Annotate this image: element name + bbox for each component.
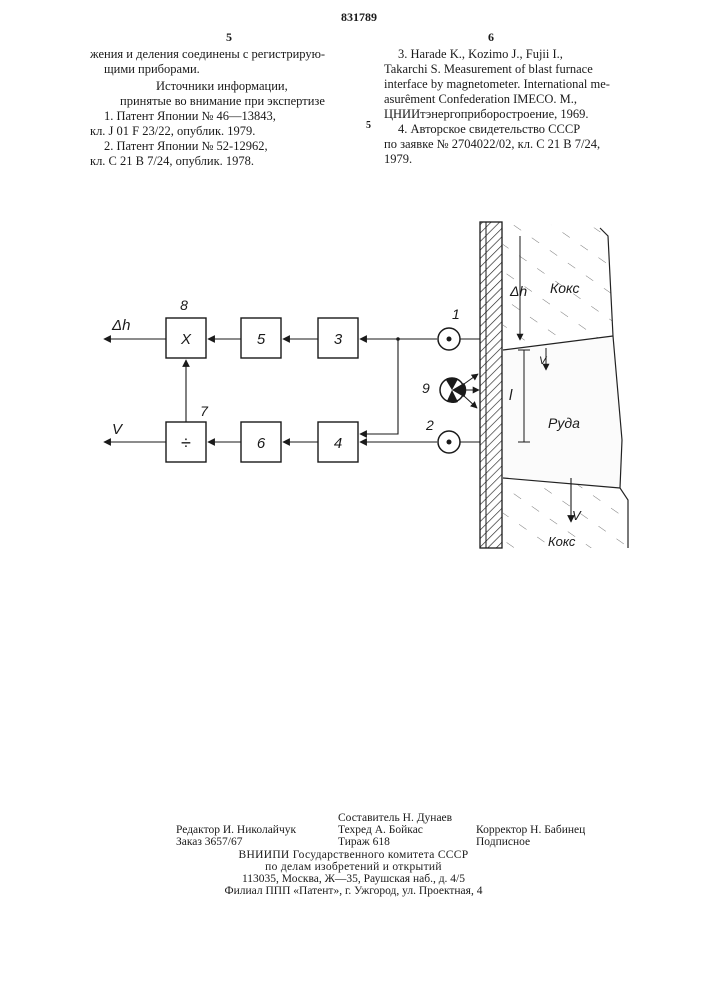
wire-sensor1-to-4 <box>360 339 398 434</box>
corrector: Корректор Н. Бабинец <box>476 824 585 837</box>
sensor-2-number: 2 <box>425 417 434 433</box>
line-number-marker: 5 <box>366 120 371 131</box>
sensor-2-core <box>447 440 452 445</box>
sensor-1-core <box>447 337 452 342</box>
reference-item: 2. Патент Японии № 52-12962, <box>90 139 360 154</box>
order-number: Заказ 3657/67 <box>176 836 243 849</box>
sensor-1-number: 1 <box>452 306 460 322</box>
divider-symbol: ÷ <box>181 433 191 453</box>
source-9-number: 9 <box>422 380 430 396</box>
ore-region <box>503 336 622 488</box>
subscription: Подписное <box>476 836 530 849</box>
coke-top-label: Кокс <box>550 280 580 296</box>
reference-item: кл. С 21 В 7/24, опублик. 1978. <box>90 154 360 169</box>
sources-heading: Источники информации, <box>90 79 360 94</box>
editor: Редактор И. Николайчук <box>176 824 296 837</box>
branch-address: Филиал ППП «Патент», г. Ужгород, ул. Про… <box>0 885 707 898</box>
compiler: Составитель Н. Дунаев <box>338 812 452 825</box>
org-address: 113035, Москва, Ж—35, Раушская наб., д. … <box>0 873 707 886</box>
furnace-dh-label: Δh <box>509 283 527 299</box>
tech-editor: Техред А. Бойкас <box>338 824 423 837</box>
block-6-label: 6 <box>257 435 266 452</box>
reference-item: по заявке № 2704022/02, кл. С 21 В 7/24, <box>384 137 654 152</box>
sources-subheading: принятые во внимание при экспертизе <box>90 94 360 109</box>
block-5-label: 5 <box>257 331 266 348</box>
circuit-diagram: Δh Кокс l Руда V V Кокс 1 2 9 X 5 3 ÷ 6 … <box>0 180 707 570</box>
ore-label: Руда <box>548 415 580 431</box>
left-column: жения и деления соединены с регистрирую-… <box>90 47 360 169</box>
reference-item: asurêment Confederation IMECO. M., <box>384 92 654 107</box>
block-4-label: 4 <box>334 435 342 452</box>
reference-item: ЦНИИтэнергоприборостроение, 1969. <box>384 107 654 122</box>
output-v-label: V <box>112 421 124 438</box>
reference-item: 1. Патент Японии № 46—13843, <box>90 109 360 124</box>
output-dh-label: Δh <box>111 317 130 334</box>
patent-number: 831789 <box>341 10 377 25</box>
right-page-number: 6 <box>488 30 494 45</box>
text-line: щими приборами. <box>90 62 360 77</box>
org-line-1: ВНИИПИ Государственного комитета СССР <box>0 849 707 862</box>
wire-junction <box>396 337 400 341</box>
multiplier-symbol: X <box>180 331 192 348</box>
divider-number: 7 <box>200 403 209 419</box>
reference-item: Takarchi S. Measurement of blast furnace <box>384 62 654 77</box>
reference-item: кл. J 01 F 23/22, опублик. 1979. <box>90 124 360 139</box>
coke-bottom-label: Кокс <box>548 534 576 549</box>
org-line-2: по делам изобретений и открытий <box>0 861 707 874</box>
multiplier-number: 8 <box>180 297 188 313</box>
v-big-label: V <box>572 508 582 523</box>
reference-item: interface by magnetometer. International… <box>384 77 654 92</box>
radiation-source-icon <box>440 374 479 408</box>
print-run: Тираж 618 <box>338 836 390 849</box>
reference-item: 4. Авторское свидетельство СССР <box>384 122 654 137</box>
reference-item: 3. Harade K., Kozimo J., Fujii I., <box>384 47 654 62</box>
furnace-wall <box>480 222 502 548</box>
block-3-label: 3 <box>334 331 343 348</box>
left-page-number: 5 <box>226 30 232 45</box>
reference-item: 1979. <box>384 152 654 167</box>
text-line: жения и деления соединены с регистрирую- <box>90 47 360 62</box>
right-column: 3. Harade K., Kozimo J., Fujii I., Takar… <box>384 47 654 167</box>
